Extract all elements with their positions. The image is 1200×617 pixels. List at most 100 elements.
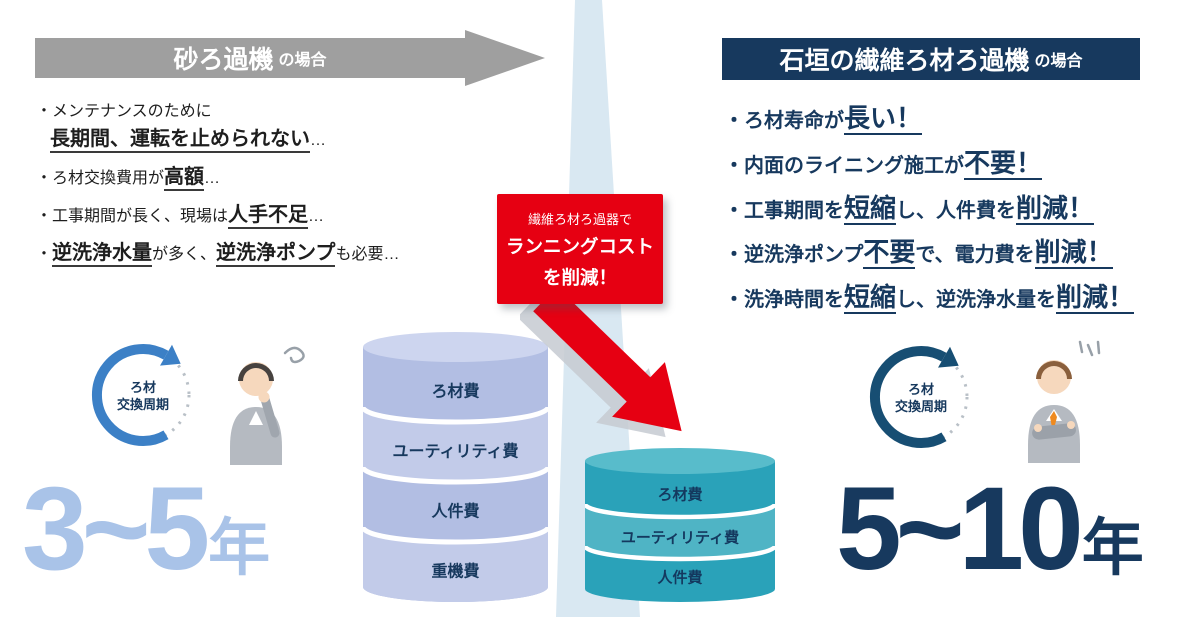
banner-title-suffix: の場合 xyxy=(278,52,327,69)
badge-line3: を削減！ xyxy=(542,266,617,288)
person-hand xyxy=(258,391,270,403)
sand-filter-cost-cylinder: ろ材費 ユーティリティ費 人件費 重機費 xyxy=(363,332,548,602)
drawback-text: が多く、 xyxy=(152,246,217,263)
cylinder-layer-label: ユーティリティ費 xyxy=(621,529,739,547)
drawback-text: ・メンテナンスのために xyxy=(36,103,212,120)
drawback-text: も必要… xyxy=(335,246,400,263)
running-cost-badge: 繊維ろ材ろ過器で ランニングコスト を削減！ xyxy=(497,194,663,304)
cylinder-top xyxy=(585,448,775,474)
person-hand xyxy=(1067,421,1075,429)
drawback-emphasis: 逆洗浄ポンプ xyxy=(216,242,336,267)
badge-line1: 繊維ろ材ろ過器で xyxy=(527,211,632,227)
person-hair xyxy=(238,363,274,381)
replacement-cycle-icon-left: ろ材 交換周期 xyxy=(92,344,191,446)
cycle-label-line2: 交換周期 xyxy=(895,399,947,414)
cylinder-layer-label: ろ材費 xyxy=(431,382,479,401)
cylinder-divider xyxy=(585,545,775,562)
arrow-right-icon xyxy=(35,30,545,86)
cylinder-layer-label: 重機費 xyxy=(431,562,479,581)
cylinder-divider xyxy=(363,526,548,545)
benefit-emphasis: 削減！ xyxy=(1016,192,1095,225)
drawback-item: ・逆洗浄水量が多く、逆洗浄ポンプも必要… xyxy=(36,241,400,267)
person-arm xyxy=(260,394,280,438)
red-arrow-shape xyxy=(533,286,682,432)
drawback-text: ・工事期間が長く、現場は xyxy=(36,208,229,225)
drawback-emphasis: 高額 xyxy=(164,166,205,191)
sand-filter-cycle-years: 3~5年 xyxy=(22,470,270,588)
drawback-item: 長期間、運転を止められない… xyxy=(36,127,399,153)
benefit-text: で、電力費を xyxy=(915,244,1035,267)
drawback-emphasis: 人手不足 xyxy=(228,204,309,229)
fiber-filter-banner: 石垣の繊維ろ材ろ過機の場合 xyxy=(722,38,1140,80)
banner-text: 砂ろ過機の場合 xyxy=(35,30,465,86)
cycle-label-line1: ろ材 xyxy=(908,382,934,397)
benefit-text: ・内面のライニング施工が xyxy=(724,154,964,177)
drawback-emphasis: 長期間、運転を止められない xyxy=(50,128,310,153)
drawback-item: ・ろ材交換費用が高額… xyxy=(36,165,399,191)
fiber-filter-benefits: ・ろ材寿命が長い！ ・内面のライニング施工が不要！ ・工事期間を短縮し、人件費を… xyxy=(724,102,1135,326)
years-unit: 年 xyxy=(1081,514,1144,583)
cycle-label-line1: ろ材 xyxy=(130,380,156,395)
confident-person-illustration xyxy=(1028,340,1101,463)
drawback-text: ・ xyxy=(36,246,53,263)
benefit-text: ・逆洗浄ポンプ xyxy=(724,244,864,267)
benefit-text: ・工事期間を xyxy=(724,199,844,222)
cylinder-top xyxy=(363,332,548,362)
cycle-arrowhead-icon xyxy=(938,346,959,368)
cylinder-layer-label: 人件費 xyxy=(657,569,702,587)
person-hair xyxy=(1036,361,1072,379)
benefit-text: し、人件費を xyxy=(896,199,1017,222)
drawback-text: ・ろ材交換費用が xyxy=(36,170,165,187)
cylinder-divider xyxy=(363,466,548,485)
cycle-arrow-arc xyxy=(92,344,169,446)
banner-arrow-shape xyxy=(35,30,545,86)
benefit-item: ・内面のライニング施工が不要！ xyxy=(724,147,1134,181)
cylinder-band xyxy=(363,407,548,482)
person-hand xyxy=(1034,424,1042,432)
cylinder-layer-label: 人件費 xyxy=(431,502,479,521)
benefit-item: ・洗浄時間を短縮し、逆洗浄水量を削減！ xyxy=(724,281,1135,315)
sparkle-lines-icon xyxy=(1078,340,1101,357)
benefit-emphasis: 短縮 xyxy=(844,282,897,315)
cost-reduction-arrow-icon xyxy=(520,286,682,438)
benefit-emphasis: 不要！ xyxy=(964,147,1043,180)
benefit-text: ・洗浄時間を xyxy=(724,289,844,312)
benefit-text: し、逆洗浄水量を xyxy=(896,289,1057,312)
years-value: 3~5 xyxy=(22,463,210,595)
banner-title-suffix: の場合 xyxy=(1034,53,1083,70)
cylinder-layer-label: ろ材費 xyxy=(657,486,702,504)
years-unit: 年 xyxy=(208,514,271,583)
benefit-item: ・ろ材寿命が長い！ xyxy=(724,102,1134,136)
worried-person-illustration xyxy=(230,346,305,465)
drawback-text: … xyxy=(310,132,326,149)
drawback-emphasis: 逆洗浄水量 xyxy=(52,242,153,267)
fiber-filter-cost-cylinder: ろ材費 ユーティリティ費 人件費 xyxy=(585,448,775,602)
cycle-arrowhead-icon xyxy=(160,344,181,366)
benefit-text: ・ろ材寿命が xyxy=(724,110,844,132)
banner-title: 石垣の繊維ろ材ろ過機 xyxy=(779,47,1030,75)
benefit-item: ・逆洗浄ポンプ不要で、電力費を削減！ xyxy=(724,236,1134,270)
benefit-emphasis: 短縮 xyxy=(844,192,897,225)
sand-filter-drawbacks: ・メンテナンスのために 長期間、運転を止められない… ・ろ材交換費用が高額… ・… xyxy=(36,102,399,279)
benefit-emphasis: 長い！ xyxy=(844,103,923,135)
crossed-arms xyxy=(1032,423,1076,440)
benefit-emphasis: 不要 xyxy=(863,237,916,270)
badge-line2: ランニングコスト xyxy=(505,235,654,257)
person-shirt xyxy=(249,411,263,425)
confusion-squiggle-icon xyxy=(283,346,305,364)
replacement-cycle-icon-right: ろ材 交換周期 xyxy=(870,346,969,448)
sand-filter-banner: 砂ろ過機の場合 xyxy=(35,30,545,86)
drawback-item: ・工事期間が長く、現場は人手不足… xyxy=(36,203,399,229)
drawback-item: ・メンテナンスのために xyxy=(36,102,399,122)
cylinder-divider xyxy=(585,503,775,520)
drawback-text: … xyxy=(308,208,325,225)
cylinder-band xyxy=(363,527,548,602)
banner-title: 砂ろ過機 xyxy=(173,46,274,74)
cylinder-divider xyxy=(363,406,548,425)
years-value: 5~10 xyxy=(836,463,1084,595)
cylinder-band xyxy=(585,504,775,559)
cycle-label-line2: 交換周期 xyxy=(117,397,169,412)
cylinder-layer-label: ユーティリティ費 xyxy=(392,442,518,461)
fiber-filter-cycle-years: 5~10年 xyxy=(836,470,1144,588)
